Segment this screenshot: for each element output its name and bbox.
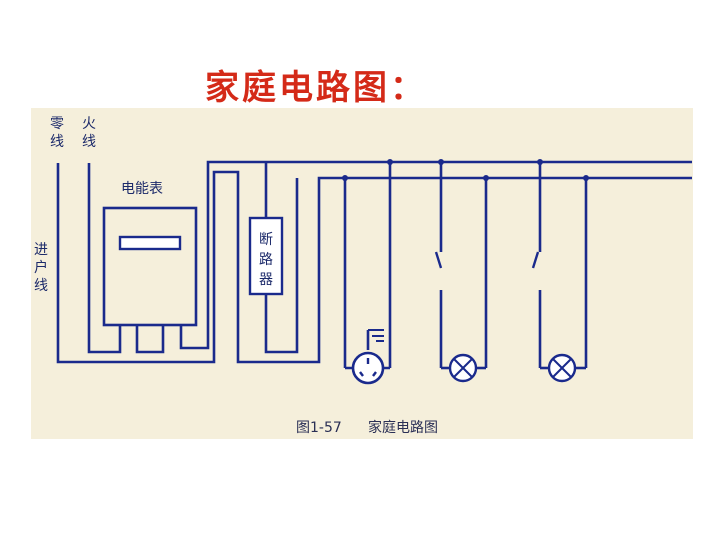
incoming-line-label-3: 线 [34, 278, 48, 294]
meter-neutral-link [135, 325, 165, 354]
three-pin-socket-icon [351, 351, 385, 385]
neutral-line-label-1: 零 [50, 116, 64, 132]
switch-icon [434, 251, 443, 269]
neutral-wire [56, 163, 692, 364]
figure-title: 家庭电路图 [368, 419, 438, 436]
live-line-label-2: 线 [82, 134, 96, 150]
electric-meter [102, 206, 198, 327]
live-wire [87, 163, 122, 354]
ground-icon [366, 329, 384, 350]
neutral-line-label-2: 线 [50, 134, 64, 150]
breaker-label-3: 器 [259, 272, 273, 288]
junction-dots [342, 159, 589, 181]
breaker-label-2: 路 [259, 252, 273, 268]
switch-icon [531, 251, 540, 269]
meter-live-out-wire [179, 160, 692, 350]
figure-number: 图1-57 [296, 420, 342, 436]
page-title: 家庭电路图： [205, 68, 427, 108]
meter-label: 电能表 [121, 181, 163, 197]
circuit-breaker [248, 216, 284, 296]
live-line-label-1: 火 [82, 116, 96, 132]
breaker-bottom-wire [264, 178, 299, 354]
incoming-line-label-2: 户 [34, 259, 48, 276]
breaker-label-1: 断 [259, 232, 273, 248]
meter-display [118, 235, 182, 251]
lamp-icon [547, 353, 577, 383]
incoming-line-label-1: 进 [34, 242, 48, 258]
lamp-icon [448, 353, 478, 383]
